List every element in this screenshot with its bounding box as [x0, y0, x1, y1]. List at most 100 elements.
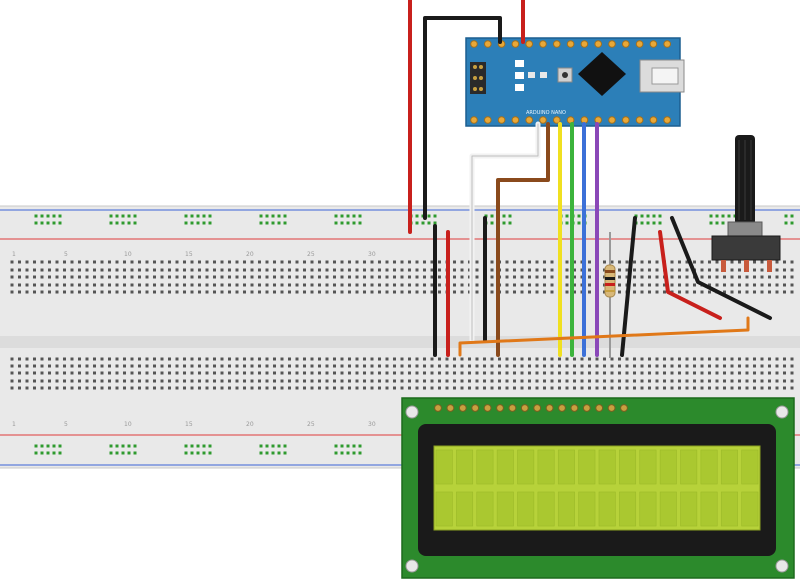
breadboard-hole [18, 268, 21, 272]
lcd-cell [741, 491, 759, 527]
breadboard-hole [715, 386, 719, 390]
breadboard-hole [715, 275, 719, 279]
breadboard-hole [768, 371, 771, 375]
breadboard-hole [415, 275, 419, 279]
breadboard-hole [333, 283, 336, 287]
breadboard-hole [790, 386, 794, 390]
breadboard-hole [633, 371, 636, 375]
header-pin [594, 40, 603, 48]
breadboard-hole [685, 283, 689, 287]
breadboard-hole [498, 379, 501, 383]
breadboard-hole [333, 275, 336, 279]
lcd-pin [434, 404, 442, 412]
breadboard-hole [123, 283, 126, 287]
breadboard-hole [708, 364, 711, 368]
breadboard-hole [273, 357, 276, 361]
breadboard-hole [648, 275, 651, 279]
breadboard-hole [295, 268, 299, 272]
rail-hole [508, 214, 512, 218]
breadboard-hole [400, 290, 404, 294]
breadboard-hole [340, 260, 344, 264]
rail-hole [790, 214, 794, 218]
breadboard-hole [310, 290, 314, 294]
breadboard-hole [370, 260, 374, 264]
breadboard-hole [123, 364, 126, 368]
breadboard-hole [40, 386, 44, 390]
breadboard-hole [63, 283, 66, 287]
breadboard-hole [760, 364, 764, 368]
breadboard-hole [18, 357, 21, 361]
breadboard-hole [168, 371, 171, 375]
breadboard-hole [250, 260, 254, 264]
lcd-pin [607, 404, 616, 412]
breadboard-hole [18, 364, 21, 368]
breadboard-hole [48, 364, 51, 368]
breadboard-hole [235, 268, 239, 272]
lcd-cell [741, 449, 759, 485]
column-number: 1 [12, 251, 16, 258]
breadboard-hole [280, 379, 284, 383]
breadboard-hole [783, 364, 786, 368]
breadboard-hole [640, 260, 644, 264]
breadboard-hole [183, 260, 186, 264]
breadboard-hole [63, 364, 66, 368]
breadboard-hole [175, 379, 179, 383]
breadboard-hole [595, 371, 599, 375]
rail-hole [352, 221, 356, 225]
breadboard-hole [205, 386, 209, 390]
breadboard-hole [333, 268, 336, 272]
breadboard-hole [730, 290, 734, 294]
breadboard-hole [288, 260, 291, 264]
breadboard-hole [40, 379, 44, 383]
breadboard-hole [618, 379, 621, 383]
rail-hole [277, 214, 281, 218]
lcd-pin [508, 404, 517, 412]
breadboard-hole [160, 379, 164, 383]
breadboard-hole [228, 357, 231, 361]
rail-hole [358, 214, 362, 218]
breadboard-hole [753, 357, 756, 361]
breadboard-hole [295, 357, 299, 361]
rail-hole [358, 451, 362, 455]
breadboard-hole [115, 275, 119, 279]
breadboard-hole [760, 371, 764, 375]
breadboard-hole [595, 364, 599, 368]
rail-hole [46, 444, 50, 448]
breadboard-hole [618, 364, 621, 368]
breadboard-hole [63, 260, 66, 264]
breadboard-hole [40, 260, 44, 264]
breadboard-hole [265, 379, 269, 383]
breadboard-hole [70, 290, 74, 294]
breadboard-hole [213, 357, 216, 361]
breadboard-hole [25, 379, 29, 383]
breadboard-hole [423, 260, 426, 264]
breadboard-hole [693, 364, 696, 368]
breadboard-hole [198, 290, 201, 294]
breadboard-hole [393, 386, 396, 390]
lcd-cell [557, 491, 575, 527]
lcd-cell [659, 491, 677, 527]
breadboard-hole [400, 386, 404, 390]
breadboard-hole [325, 290, 329, 294]
rail-hole [508, 221, 512, 225]
breadboard-hole [700, 371, 704, 375]
breadboard-hole [10, 290, 14, 294]
breadboard-hole [708, 268, 711, 272]
header-pin [511, 40, 520, 48]
breadboard-hole [588, 260, 591, 264]
breadboard-hole [588, 364, 591, 368]
breadboard-hole [160, 371, 164, 375]
rail-hole [427, 214, 431, 218]
header-pin [622, 116, 630, 124]
breadboard-hole [280, 371, 284, 375]
breadboard-hole [693, 371, 696, 375]
breadboard-hole [70, 364, 74, 368]
rail-hole [196, 221, 200, 225]
breadboard-hole [40, 283, 44, 287]
breadboard-hole [505, 379, 509, 383]
breadboard-hole [475, 283, 479, 287]
breadboard-hole [535, 379, 539, 383]
led [515, 72, 524, 79]
lcd-pin [582, 404, 591, 412]
column-number: 25 [307, 421, 315, 428]
